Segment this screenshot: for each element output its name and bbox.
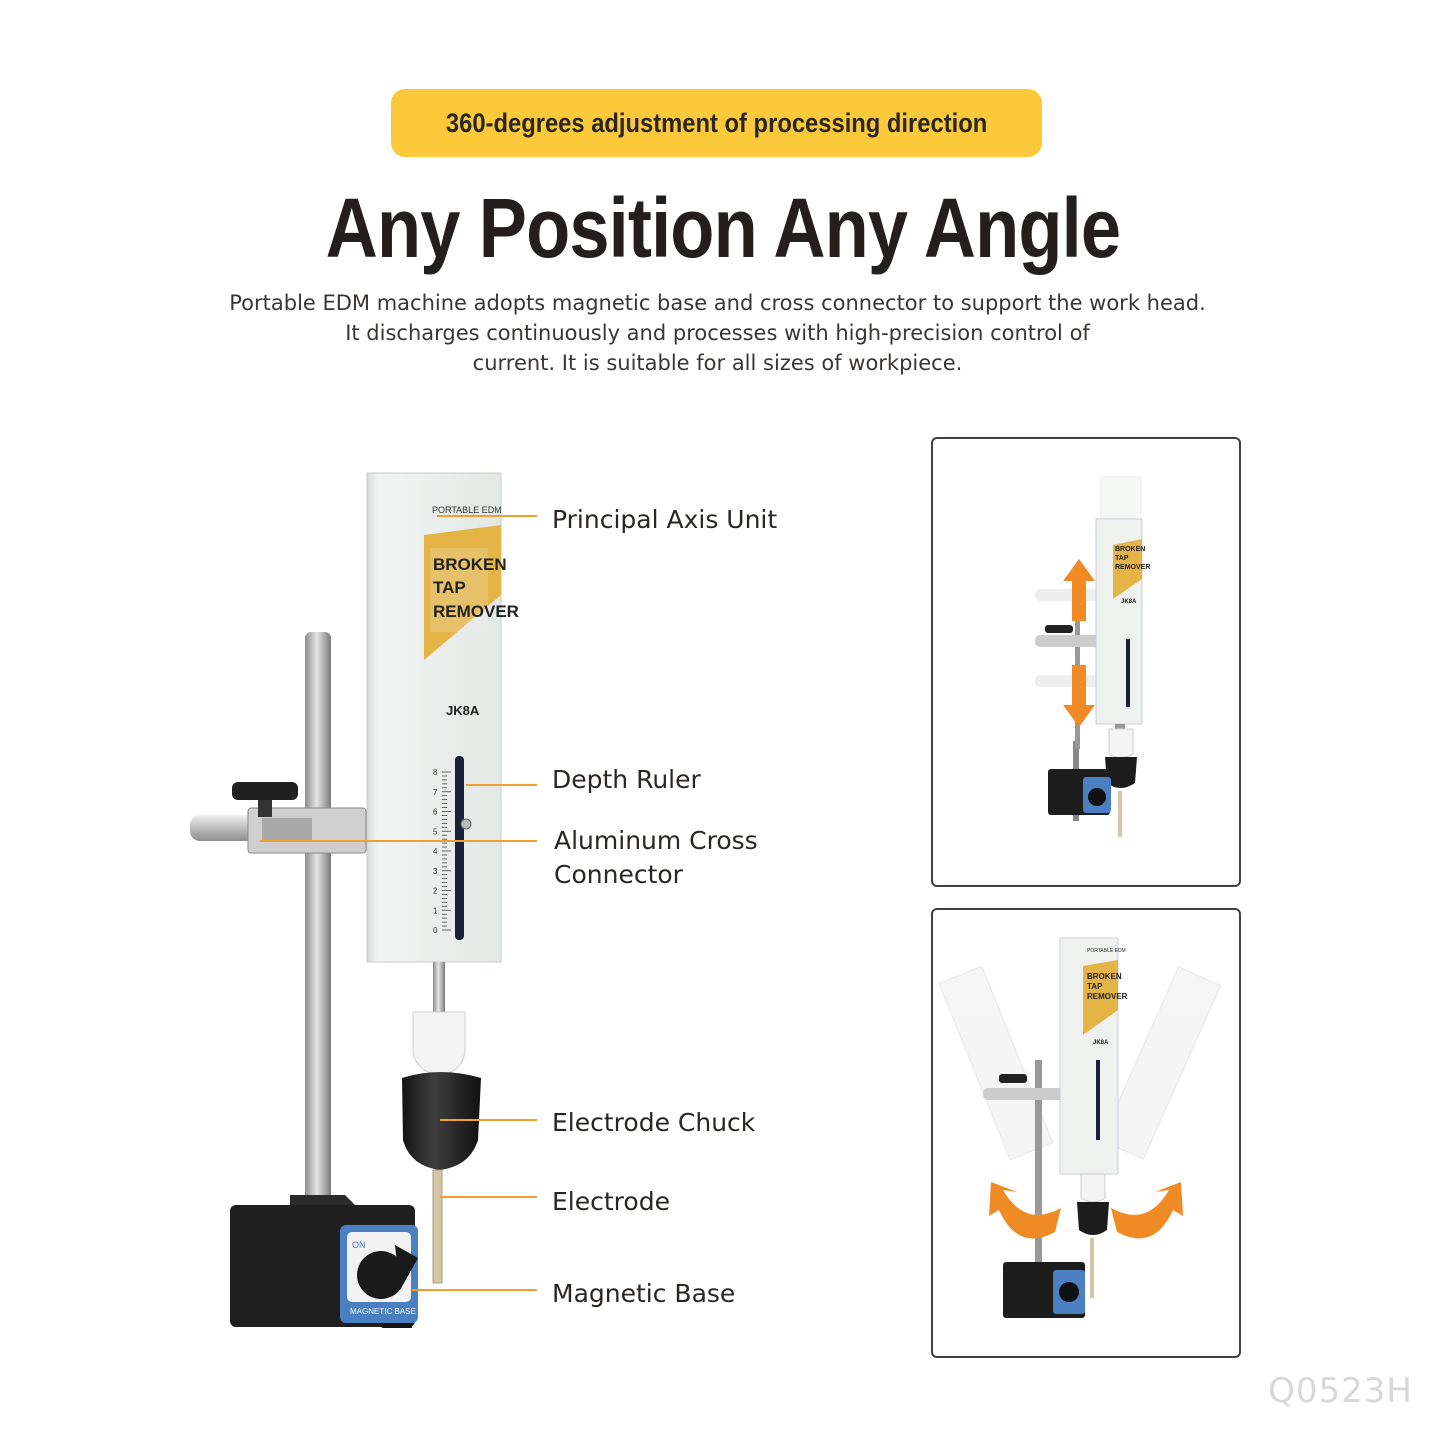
callout-depth-ruler: Depth Ruler [552, 765, 701, 794]
ruler-number: 4 [433, 847, 438, 856]
callout-electrode: Electrode [552, 1187, 670, 1216]
chuck-collar [412, 1011, 466, 1076]
page-title: Any Position Any Angle [0, 178, 1445, 278]
angle-adjust-illustration: PORTABLE EDM BROKEN TAP REMOVER JK8A [938, 937, 1222, 1318]
leader-depth-ruler [466, 784, 537, 786]
callout-cross-connector-2: Connector [554, 860, 683, 889]
arrow-up-icon [1063, 559, 1095, 621]
leader-electrode-chuck [440, 1119, 537, 1121]
feature-banner: 360-degrees adjustment of processing dir… [391, 89, 1042, 157]
magnetic-base: ON MAGNETIC BASE [230, 1195, 418, 1328]
cross-connector [232, 782, 367, 854]
panel2-product-line-2: TAP [1087, 982, 1103, 991]
panel2-brand: PORTABLE EDM [1087, 948, 1126, 954]
principal-axis-body: PORTABLE EDM BROKEN TAP REMOVER JK8A 8 7 6… [366, 472, 519, 963]
description-line-2: It discharges continuously and processes… [345, 321, 1090, 345]
depth-ruler: 8 7 6 5 4 3 2 1 0 [433, 768, 451, 935]
headline-text: Any Position Any Angle [325, 181, 1120, 275]
rotate-right-icon [1111, 1182, 1183, 1239]
brand-text: PORTABLE EDM [432, 505, 502, 515]
product-illustration: ON MAGNETIC BASE PORTABLE EDM BROKEN TAP… [190, 472, 519, 1328]
support-rod [305, 632, 331, 1217]
angle-adjust-panel: PORTABLE EDM BROKEN TAP REMOVER JK8A [931, 908, 1241, 1358]
ruler-number: 5 [433, 827, 438, 836]
product-line-3: REMOVER [433, 602, 519, 621]
ruler-number: 2 [433, 887, 438, 896]
ruler-number: 1 [433, 906, 438, 915]
electrode [432, 1169, 443, 1284]
leader-cross-connector [260, 840, 537, 842]
model-text: JK8A [446, 703, 480, 718]
ruler-number: 6 [433, 808, 438, 817]
description-line-3: current. It is suitable for all sizes of… [472, 351, 963, 375]
spindle [433, 962, 445, 1012]
vertical-adjust-panel: BROKEN TAP REMOVER JK8A [931, 437, 1241, 887]
callout-cross-connector-1: Aluminum Cross [554, 826, 758, 855]
ruler-number: 0 [433, 926, 438, 935]
electrode-chuck [402, 1072, 481, 1170]
ruler-number: 3 [433, 867, 438, 876]
callout-electrode-chuck: Electrode Chuck [552, 1108, 756, 1137]
panel2-model: JK8A [1093, 1040, 1109, 1046]
ruler-number: 8 [433, 768, 438, 777]
leader-magnetic-base [412, 1289, 537, 1291]
description-line-1: Portable EDM machine adopts magnetic bas… [229, 291, 1206, 315]
banner-text: 360-degrees adjustment of processing dir… [445, 107, 988, 138]
watermark-code: Q0523H [1268, 1371, 1413, 1411]
rotate-left-icon [989, 1182, 1061, 1239]
panel2-product-line-1: BROKEN [1087, 972, 1122, 981]
panel1-product-line-3: REMOVER [1115, 564, 1150, 571]
callout-principal-axis: Principal Axis Unit [552, 505, 778, 534]
vertical-adjust-illustration: BROKEN TAP REMOVER JK8A [1035, 476, 1150, 837]
leader-electrode [440, 1196, 537, 1198]
panel1-model: JK8A [1121, 599, 1137, 605]
ruler-number: 7 [433, 788, 438, 797]
callout-magnetic-base: Magnetic Base [552, 1279, 736, 1308]
panel2-product-line-3: REMOVER [1087, 992, 1128, 1001]
product-line-2: TAP [433, 578, 466, 597]
leader-principal-axis [437, 515, 537, 517]
product-line-1: BROKEN [433, 555, 507, 574]
base-label: MAGNETIC BASE [350, 1307, 416, 1316]
panel1-product-line-1: BROKEN [1115, 546, 1145, 553]
panel1-product-line-2: TAP [1115, 555, 1129, 562]
arrow-down-icon [1063, 665, 1095, 727]
description: Portable EDM machine adopts magnetic bas… [120, 288, 1315, 378]
knob-label: ON [352, 1240, 366, 1250]
